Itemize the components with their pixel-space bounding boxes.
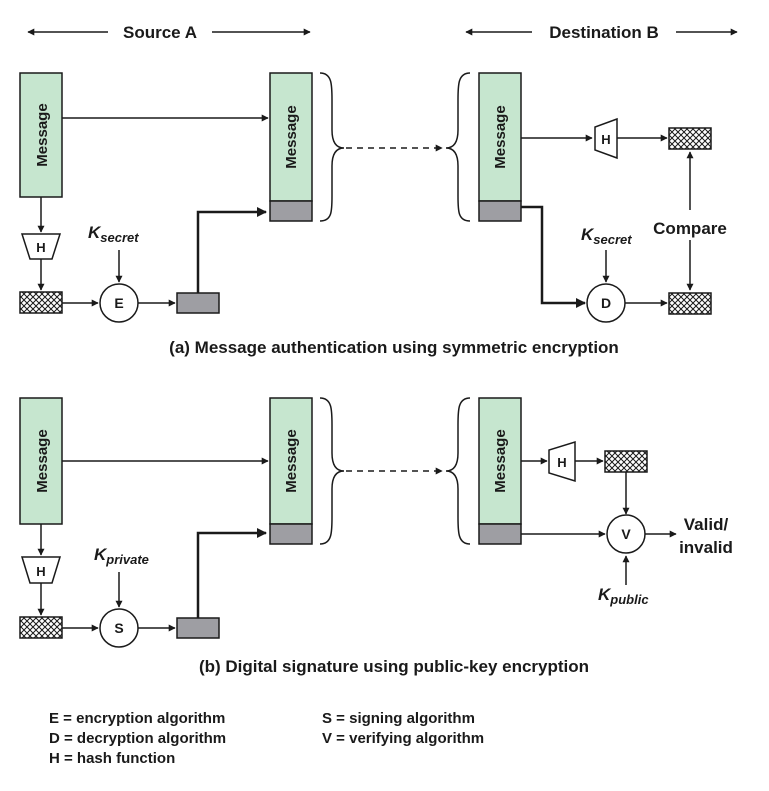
transmit-tag-a (269, 200, 313, 222)
key-secret-a: Ksecret (88, 223, 139, 245)
legend: E = encryption algorithm D = decryption … (49, 710, 484, 767)
hash-icon (548, 440, 576, 483)
right-brace-a (319, 72, 345, 222)
transmit-signature-b (269, 523, 313, 545)
destination-label: Destination B (549, 23, 659, 42)
signature-b (176, 617, 220, 639)
hash-icon (20, 556, 62, 584)
valid-label: Valid/ (684, 515, 729, 534)
left-brace-b (445, 397, 471, 545)
caption-part-a: (a) Message authentication using symmetr… (169, 338, 619, 357)
source-header: Source A (27, 23, 311, 42)
transmit-message-b-label: Message (283, 429, 300, 492)
decrypted-digest-a (668, 292, 712, 315)
legend-item-d: D = decryption algorithm (49, 730, 226, 747)
part-b-diagram: Message H S Kprivate Message Message H (19, 397, 733, 648)
arrow-signature-to-transmit (196, 528, 267, 618)
transmit-message-a (269, 72, 313, 202)
encrypt-label: E (114, 295, 123, 311)
decrypt-label: D (601, 295, 611, 311)
hash-icon (594, 117, 618, 160)
part-a-diagram: Message H E Ksecret Message Message (19, 72, 727, 323)
dest-message-b (478, 397, 522, 525)
transmit-message-b (269, 397, 313, 525)
hash-a-label: H (36, 240, 45, 255)
source-message-a (19, 72, 63, 198)
source-label: Source A (123, 23, 197, 42)
key-private: Kprivate (94, 545, 149, 567)
legend-item-s: S = signing algorithm (322, 710, 475, 727)
hash-a-dest-label: H (601, 132, 610, 147)
right-brace-b (319, 397, 345, 545)
left-brace-a (445, 72, 471, 222)
hash-icon (20, 233, 62, 260)
transmit-message-a-label: Message (283, 105, 300, 168)
caption-part-b: (b) Digital signature using public-key e… (199, 657, 589, 676)
computed-digest-b (604, 450, 648, 473)
arrow-mac-to-transmit-a (196, 207, 267, 293)
legend-item-e: E = encryption algorithm (49, 710, 225, 727)
encrypted-mac-a (176, 292, 220, 314)
dest-signature-b (478, 523, 522, 545)
hash-digest-b (19, 616, 63, 639)
legend-item-v: V = verifying algorithm (322, 730, 484, 747)
sign-label: S (114, 620, 123, 636)
dest-message-a (478, 72, 522, 202)
source-message-a-label: Message (34, 103, 51, 166)
destination-header: Destination B (465, 23, 738, 42)
key-secret-b: Ksecret (581, 225, 632, 247)
invalid-label: invalid (679, 538, 733, 557)
hash-digest-a (19, 291, 63, 314)
dest-message-a-label: Message (492, 105, 509, 168)
legend-item-h: H = hash function (49, 750, 175, 767)
computed-digest-a (668, 127, 712, 150)
key-public: Kpublic (598, 585, 649, 607)
arrow-tag-to-decrypt (521, 205, 586, 308)
dest-message-b-label: Message (492, 429, 509, 492)
verify-label: V (621, 526, 631, 542)
dest-tag-a (478, 200, 522, 222)
hash-b-label: H (36, 564, 45, 579)
source-message-b-label: Message (34, 429, 51, 492)
compare-label: Compare (653, 219, 727, 238)
hash-b-dest-label: H (557, 455, 566, 470)
